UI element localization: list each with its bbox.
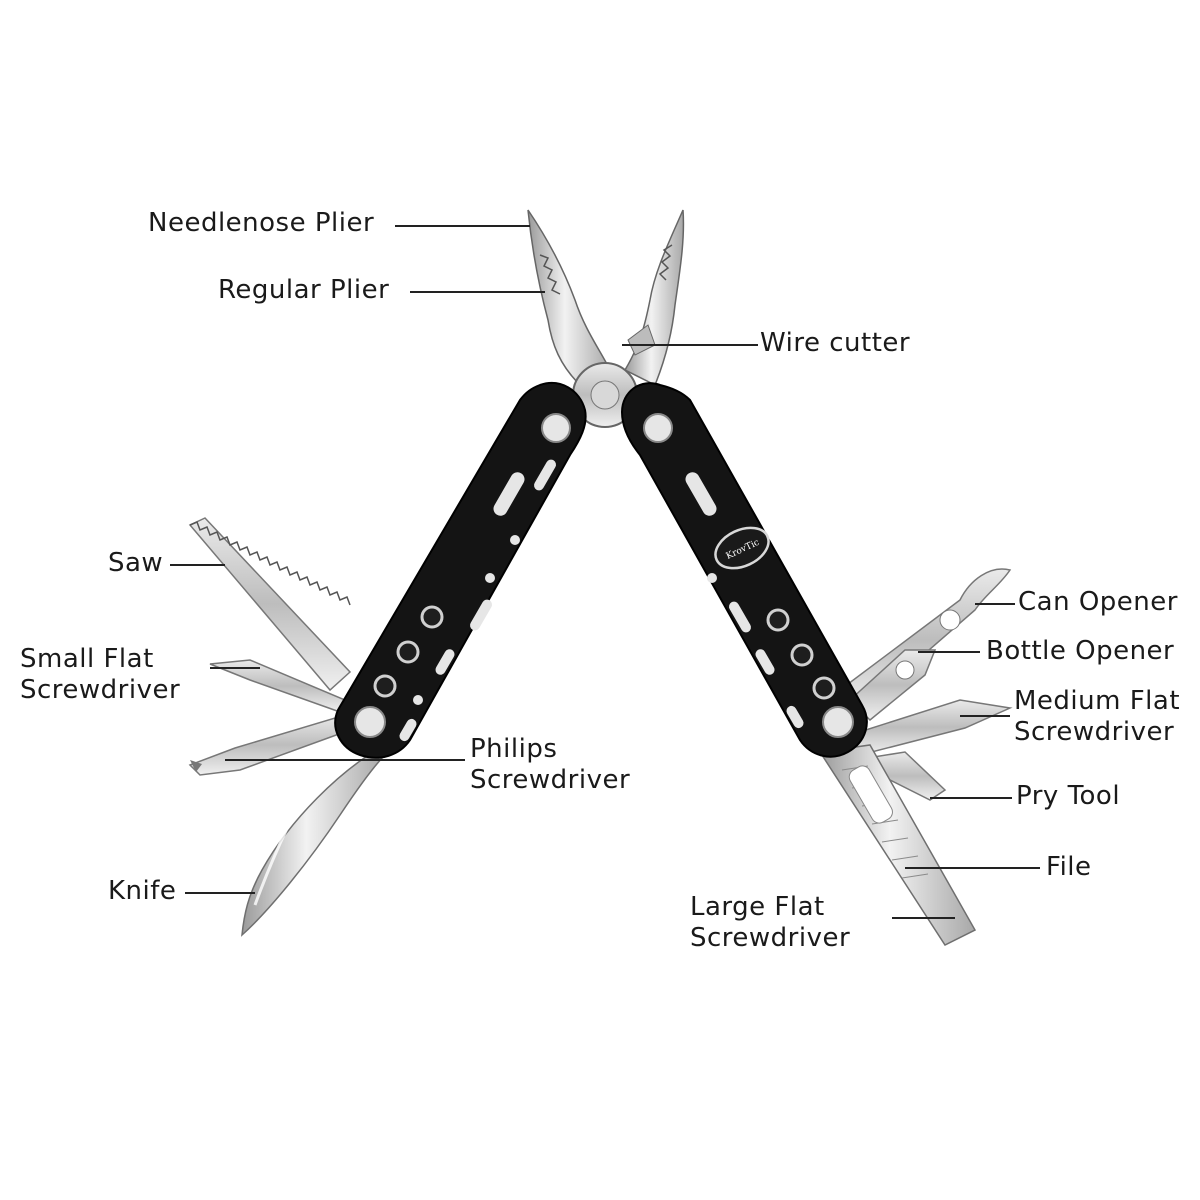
label-bottle-opener: Bottle Opener (986, 636, 1175, 666)
label-regular-plier: Regular Plier (218, 275, 390, 305)
label-large-flat-screwdriver-line2: Screwdriver (690, 923, 851, 953)
label-large-flat-screwdriver-line1: Large Flat (690, 892, 825, 922)
label-pry-tool: Pry Tool (1016, 781, 1121, 811)
philips-screwdriver-blade (188, 714, 351, 776)
label-philips-screwdriver-line2: Screwdriver (470, 765, 631, 795)
label-saw: Saw (108, 548, 164, 578)
knife-blade (241, 743, 386, 937)
left-plier-jaw (527, 209, 612, 386)
label-needlenose-plier: Needlenose Plier (148, 208, 375, 238)
label-small-flat-screwdriver: Small Flat Screwdriver (20, 644, 180, 706)
label-wire-cutter: Wire cutter (760, 328, 911, 358)
label-philips-screwdriver: Philips Screwdriver (470, 734, 630, 796)
right-handle: KrovTic (620, 382, 868, 758)
label-small-flat-screwdriver-line2: Screwdriver (20, 675, 181, 705)
label-philips-screwdriver-line1: Philips (470, 734, 558, 764)
label-can-opener: Can Opener (1018, 587, 1178, 617)
label-large-flat-screwdriver: Large Flat Screwdriver (690, 892, 850, 954)
right-plier-jaw (623, 209, 685, 387)
label-medium-flat-screwdriver-line1: Medium Flat (1014, 686, 1181, 716)
label-file: File (1046, 852, 1092, 882)
label-small-flat-screwdriver-line1: Small Flat (20, 644, 154, 674)
label-medium-flat-screwdriver: Medium Flat Screwdriver (1014, 686, 1180, 748)
label-knife: Knife (108, 876, 177, 906)
saw-blade (188, 517, 352, 692)
label-medium-flat-screwdriver-line2: Screwdriver (1014, 717, 1175, 747)
leader-lines (170, 225, 1040, 919)
left-handle (334, 382, 587, 759)
